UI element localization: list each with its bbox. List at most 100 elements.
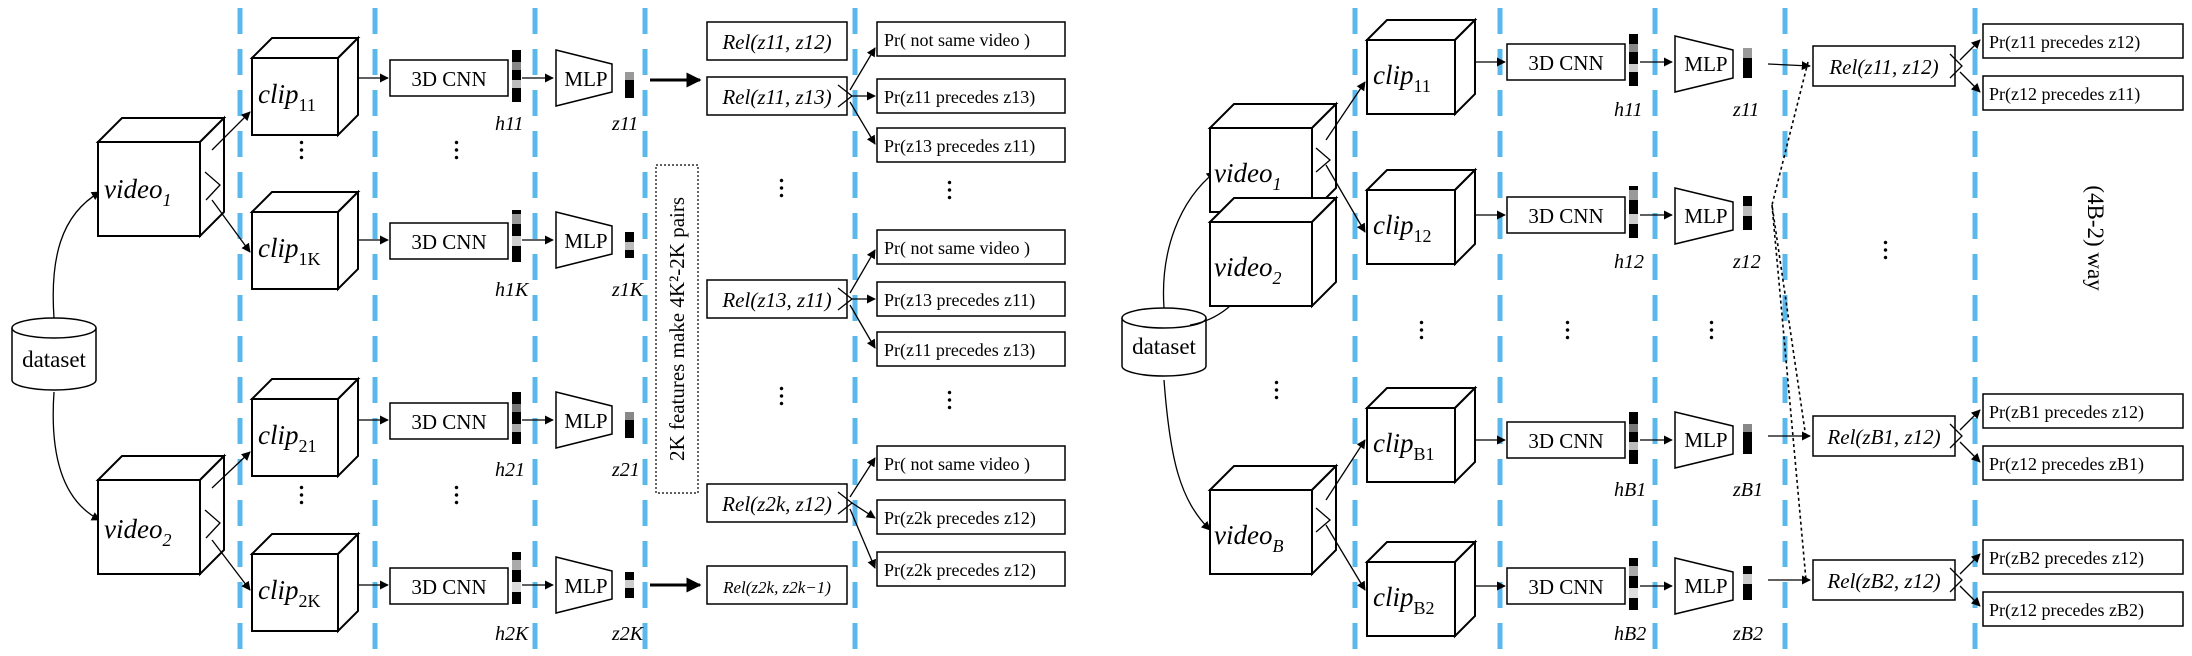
dataset-cylinder: dataset [11, 317, 97, 391]
ellipsis: ... [1559, 319, 1592, 342]
clip-label: clip [1373, 60, 1414, 90]
svg-text:clip1K: clip1K [258, 233, 321, 269]
cnn-box: 3D CNN [1506, 43, 1626, 81]
rel-box: Rel(z11, z13) [706, 76, 848, 116]
rel-box: Rel(z2k, z12) [706, 483, 848, 523]
feature-bar-z [625, 232, 634, 258]
output-box: Pr( not same video ) [876, 21, 1066, 57]
output-box: Pr( not same video ) [876, 229, 1066, 265]
video-cube: video2 [1207, 195, 1339, 309]
svg-text:clipB1: clipB1 [1373, 428, 1435, 464]
mlp-label: MLP [1684, 574, 1727, 598]
rel-text: Rel(zB1, z12) [1826, 425, 1940, 449]
feature-bar-h [1629, 186, 1638, 238]
output-box: Pr(z11 precedes z13) [876, 78, 1066, 114]
h-label: h21 [495, 459, 525, 481]
feature-bar-z [1743, 424, 1752, 454]
video-cube: video1 [95, 115, 227, 239]
feature-bar-h [1629, 412, 1638, 464]
video-index: 1 [1272, 174, 1281, 194]
clip-cube: clip11 [249, 35, 361, 138]
cnn-box: 3D CNN [389, 402, 509, 440]
z-label: zB1 [1732, 479, 1763, 501]
output-box: Pr(z13 precedes z11) [876, 281, 1066, 317]
ellipsis: ... [773, 177, 806, 200]
cnn-box: 3D CNN [1506, 421, 1626, 459]
ellipsis: ... [293, 139, 326, 162]
output-text: Pr(z11 precedes z13) [884, 340, 1035, 361]
clip-cube: clip1K [249, 189, 361, 292]
svg-text:clip12: clip12 [1373, 210, 1432, 246]
cnn-label: 3D CNN [411, 67, 486, 91]
video-cube: videoB [1207, 463, 1339, 577]
output-text: Pr(z13 precedes z11) [884, 290, 1035, 311]
ellipsis: ... [1268, 379, 1301, 402]
mlp-label: MLP [564, 409, 607, 433]
mlp-block: MLP [1674, 411, 1734, 469]
feature-bar-h [1629, 34, 1638, 86]
rel-text: Rel(z13, z11) [721, 288, 831, 312]
clip-label: clip [1373, 428, 1414, 458]
cnn-box: 3D CNN [389, 222, 509, 260]
mlp-label: MLP [564, 574, 607, 598]
rel-text: Rel(z2k, z2k−1) [722, 578, 831, 597]
rel-box: Rel(zB1, z12) [1812, 415, 1956, 457]
clip-label: clip [1373, 582, 1414, 612]
feature-bar-z [625, 72, 634, 98]
svg-text:video1: video1 [104, 174, 171, 210]
clip-index: 1K [299, 249, 321, 269]
feature-bar-h [512, 50, 521, 102]
ellipsis: ... [448, 484, 481, 507]
video-label: video [104, 174, 162, 204]
rel-box: Rel(z11, z12) [1812, 45, 1956, 87]
h-label: h1K [495, 279, 530, 301]
clip-label: clip [1373, 210, 1414, 240]
rel-text: Rel(z11, z12) [721, 30, 831, 54]
clip-label: clip [258, 420, 299, 450]
output-text: Pr(z2k precedes z12) [884, 560, 1036, 581]
feature-bar-h [512, 210, 521, 262]
cnn-label: 3D CNN [411, 575, 486, 599]
svg-text:video2: video2 [1214, 252, 1281, 288]
cnn-label: 3D CNN [1528, 204, 1603, 228]
clip-index: B1 [1414, 444, 1435, 464]
mlp-block: MLP [555, 556, 613, 614]
video-cube: video2 [95, 453, 227, 577]
h-label: hB1 [1614, 479, 1646, 501]
clip-cube: clip2K [249, 531, 361, 634]
output-text: Pr(z12 precedes zB2) [1989, 600, 2144, 621]
mlp-block: MLP [555, 211, 613, 269]
output-box: Pr( not same video ) [876, 445, 1066, 481]
left-panel: dataset video1 video2 [11, 21, 1066, 645]
rel-text: Rel(z11, z13) [721, 85, 831, 109]
ellipsis: ... [448, 139, 481, 162]
mlp-label: MLP [1684, 52, 1727, 76]
feature-bar-z [625, 572, 634, 598]
output-box: Pr(zB1 precedes z12) [1982, 393, 2184, 429]
feature-bar-z [1743, 48, 1752, 78]
ellipsis: ... [941, 179, 974, 202]
output-text: Pr(z12 precedes z11) [1989, 84, 2140, 105]
ellipsis: ... [293, 484, 326, 507]
output-text: Pr(z2k precedes z12) [884, 508, 1036, 529]
clip-cube: clipB1 [1364, 385, 1478, 485]
video-index: 2 [1272, 268, 1281, 288]
cnn-label: 3D CNN [1528, 575, 1603, 599]
mlp-block: MLP [1674, 557, 1734, 615]
clip-index: B2 [1414, 598, 1435, 618]
pairs-note: 2K features make 4K²-2K pairs [655, 164, 699, 494]
svg-text:clip11: clip11 [258, 79, 316, 115]
clip-index: 11 [299, 95, 316, 115]
rel-box: Rel(z11, z12) [706, 21, 848, 61]
cnn-box: 3D CNN [1506, 196, 1626, 234]
output-text: Pr( not same video ) [884, 30, 1030, 51]
video-index: B [1272, 536, 1283, 556]
output-text: Pr(zB1 precedes z12) [1989, 402, 2144, 423]
cnn-box: 3D CNN [1506, 567, 1626, 605]
clip-label: clip [258, 233, 299, 263]
video-label: video [1214, 252, 1272, 282]
output-box: Pr(z2k precedes z12) [876, 551, 1066, 587]
mlp-block: MLP [1674, 35, 1734, 93]
svg-text:clip21: clip21 [258, 420, 317, 456]
clip-index: 2K [299, 591, 321, 611]
